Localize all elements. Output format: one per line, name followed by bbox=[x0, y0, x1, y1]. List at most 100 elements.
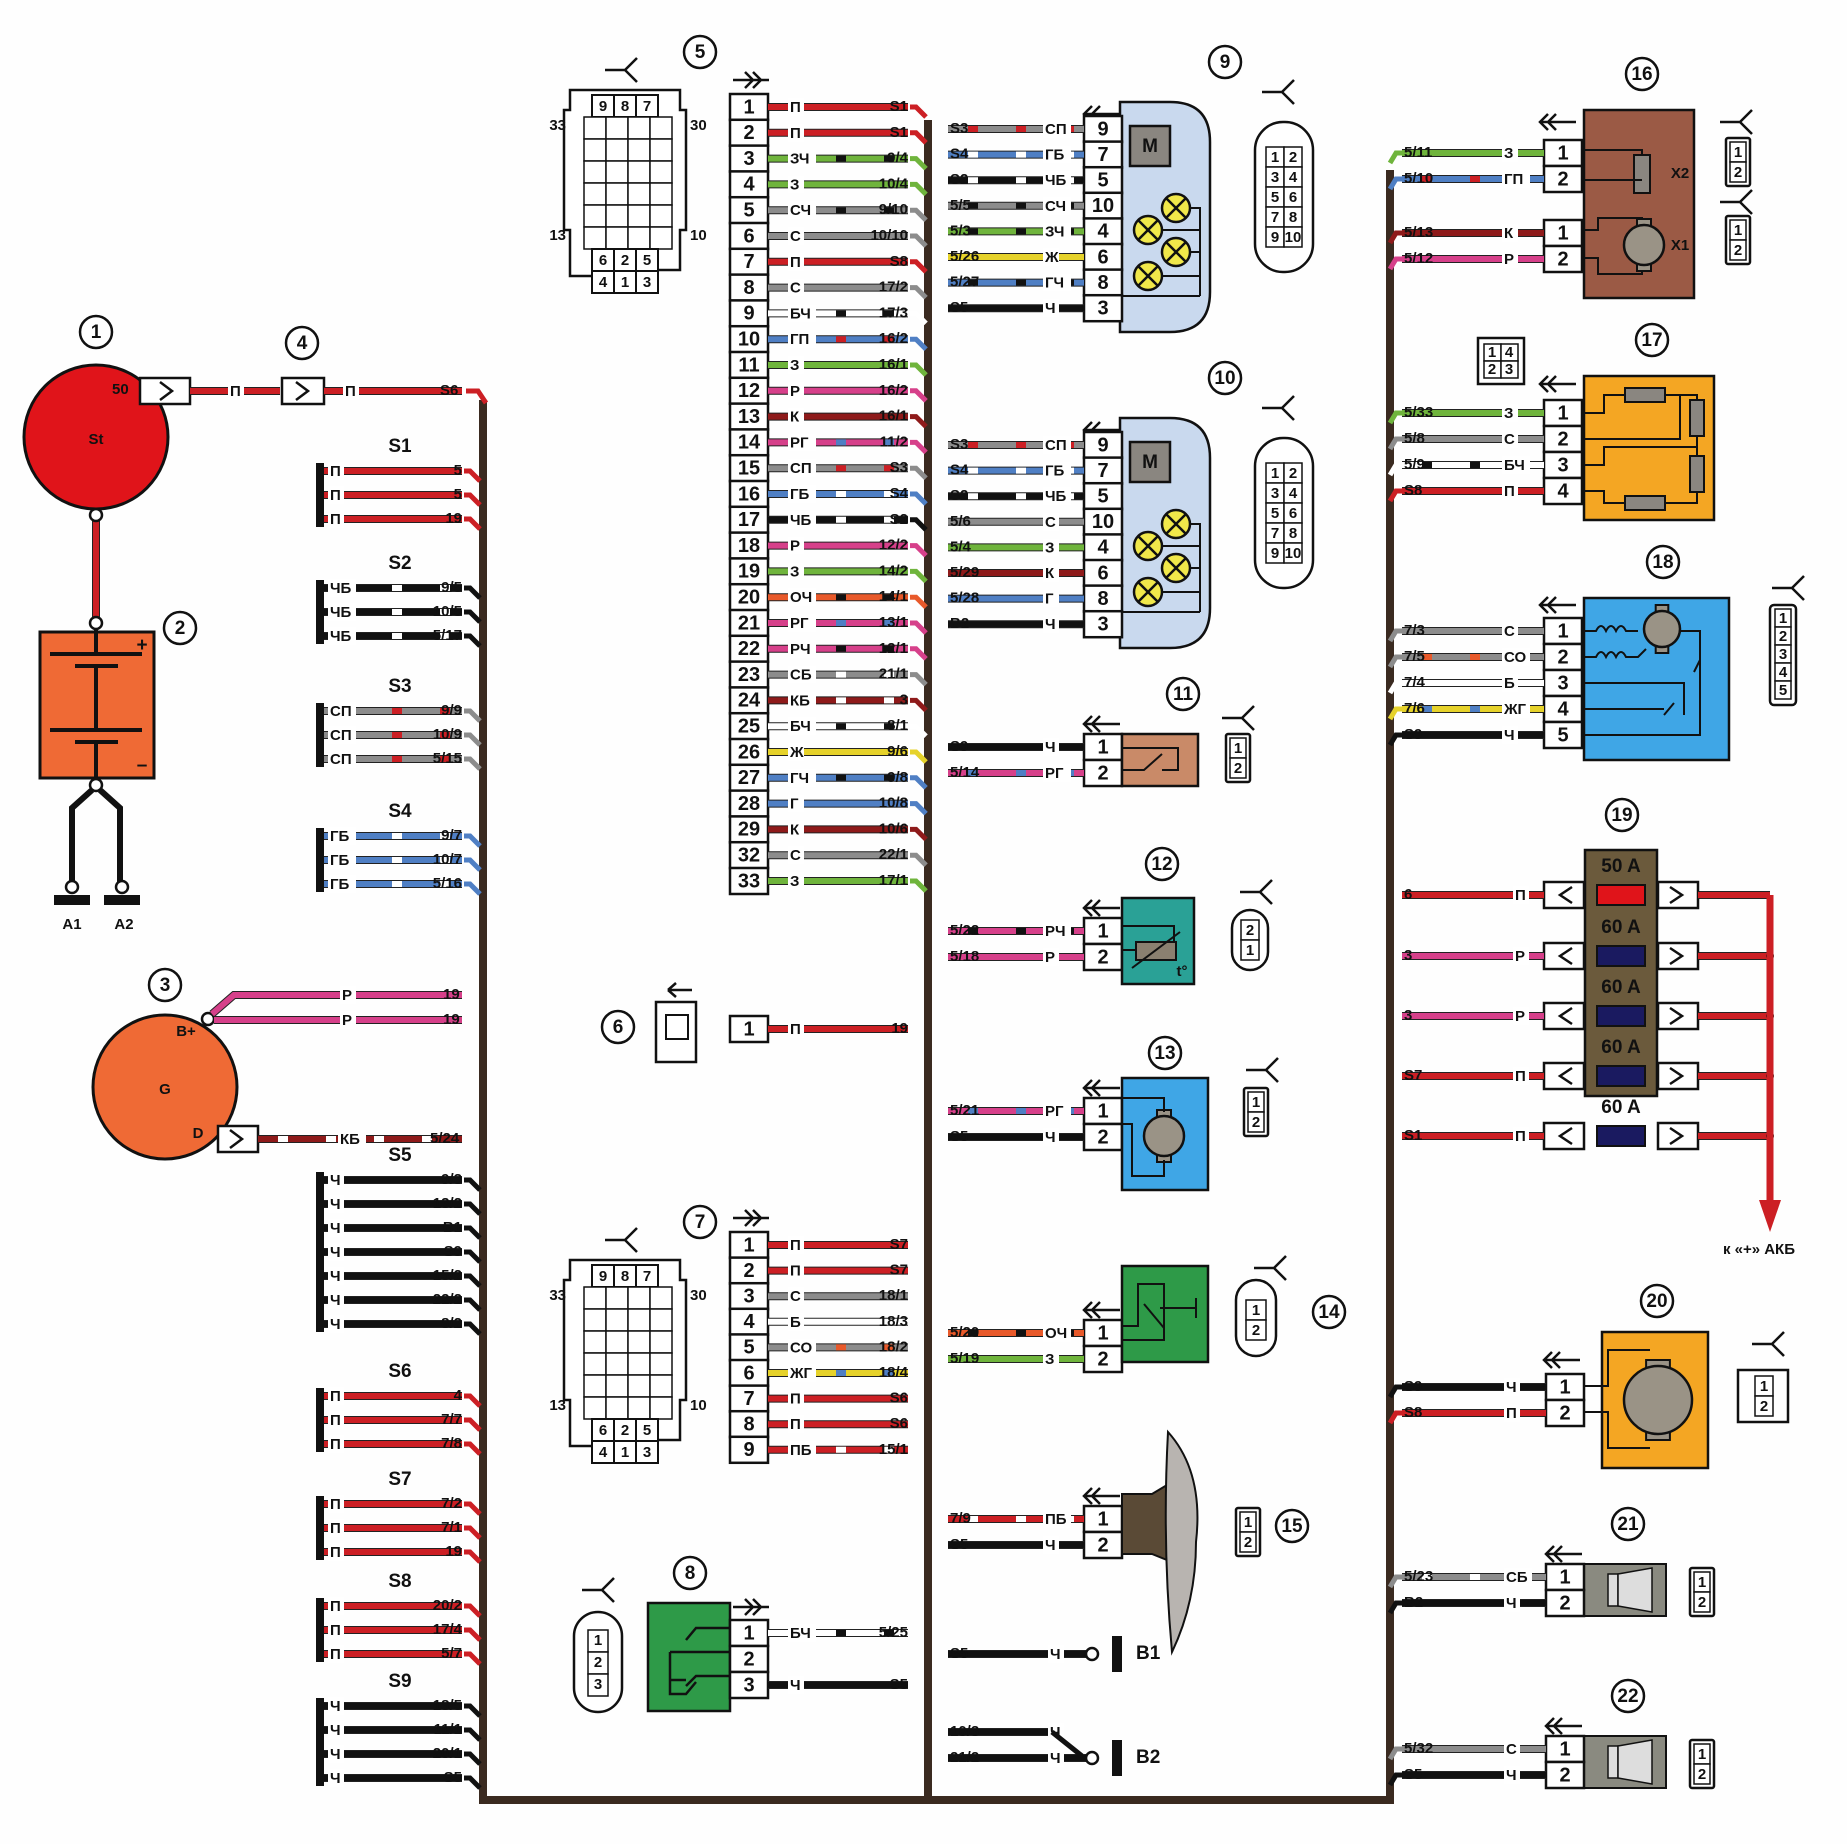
plug-pin-label: 10 bbox=[1285, 229, 1302, 246]
number-circle bbox=[1624, 56, 1660, 92]
pin-number: 15 bbox=[738, 457, 760, 479]
connector-arrow-icon bbox=[1538, 596, 1576, 614]
connector-5-pin-8: 8 bbox=[728, 273, 770, 302]
harness-entry bbox=[466, 388, 489, 405]
wire: Ч bbox=[1402, 1378, 1546, 1396]
wire-code: П bbox=[1515, 1068, 1526, 1085]
pin-box[interactable] bbox=[728, 221, 770, 251]
motor-18-wiring bbox=[1584, 625, 1701, 736]
harness-entry bbox=[910, 310, 928, 326]
number-circle bbox=[1207, 360, 1243, 396]
wire-source: 5/20 bbox=[950, 1324, 979, 1341]
lamp-cross bbox=[1137, 535, 1159, 557]
harness-entry bbox=[464, 585, 482, 600]
splice-bar bbox=[316, 828, 324, 892]
wire-dest: 9/8 bbox=[887, 769, 908, 786]
pin-box[interactable] bbox=[728, 557, 770, 586]
pin-box[interactable] bbox=[728, 1644, 770, 1674]
pin-box[interactable] bbox=[1082, 430, 1124, 460]
pin-cell bbox=[649, 1352, 673, 1376]
pin-box[interactable] bbox=[728, 1384, 770, 1413]
wire-source: 5/23 bbox=[1404, 1568, 1433, 1585]
plug-pin-label: 6 bbox=[1289, 505, 1297, 522]
pin-box[interactable] bbox=[728, 1409, 770, 1439]
pin-number: 8 bbox=[743, 1413, 754, 1435]
wire: З bbox=[1402, 404, 1544, 422]
wire-code-bg bbox=[788, 407, 804, 426]
number-circle bbox=[1610, 1506, 1646, 1542]
wire: Ч bbox=[948, 738, 1084, 756]
pin-box[interactable] bbox=[1082, 293, 1124, 323]
plug-cell bbox=[1239, 1531, 1257, 1553]
pin-index: 33 bbox=[549, 117, 566, 134]
pin-box[interactable] bbox=[1082, 558, 1124, 588]
wire-code-bg bbox=[1513, 886, 1529, 904]
pin-number: 2 bbox=[743, 122, 754, 144]
pin-box[interactable] bbox=[728, 737, 770, 767]
wire-code: З bbox=[790, 873, 799, 890]
pin-number: 1 bbox=[743, 96, 754, 118]
connector-5-pin-12: 12 bbox=[728, 376, 770, 406]
wire-5-1: П bbox=[768, 98, 908, 116]
fuse-input-wire: П bbox=[1402, 886, 1544, 904]
pin-box[interactable] bbox=[1544, 1562, 1586, 1592]
harness-entry bbox=[464, 1225, 482, 1240]
wire-5-19: З bbox=[768, 562, 908, 581]
wire-dest: S4 bbox=[890, 485, 909, 502]
plug-pin-label: 3 bbox=[1505, 361, 1513, 378]
wire-code-bg bbox=[788, 1415, 804, 1434]
pin-box[interactable] bbox=[728, 1014, 770, 1044]
wire-dest: 18/3 bbox=[879, 1313, 908, 1330]
wire: ЖГ bbox=[1402, 700, 1544, 718]
wire-code: Ч bbox=[1506, 1379, 1517, 1396]
harness-entry bbox=[910, 672, 928, 687]
pin-number: 5 bbox=[1557, 724, 1568, 746]
wire-8-3: Ч bbox=[768, 1676, 908, 1694]
wire-code-bg bbox=[788, 1676, 804, 1694]
pin-number: 9 bbox=[743, 303, 754, 325]
pin-box[interactable] bbox=[1082, 242, 1124, 272]
wire-code-bg bbox=[788, 1287, 804, 1306]
pin-box[interactable] bbox=[728, 608, 770, 638]
pin-box[interactable] bbox=[1542, 720, 1584, 750]
splice-label: S3 bbox=[388, 676, 411, 697]
pin-box[interactable] bbox=[1542, 616, 1584, 646]
pin-box[interactable] bbox=[728, 273, 770, 302]
wire-5-2: П bbox=[768, 123, 908, 142]
pin-number: 1 bbox=[1097, 1508, 1108, 1530]
component-number-10: 10 bbox=[1207, 360, 1243, 396]
pin-box[interactable] bbox=[1082, 507, 1124, 537]
harness-entry bbox=[910, 362, 928, 377]
pin-box[interactable] bbox=[728, 1358, 770, 1388]
pin-1: 1 bbox=[1082, 1504, 1124, 1534]
pin-box[interactable] bbox=[1542, 476, 1584, 506]
wire-dest: S2 bbox=[890, 511, 908, 528]
plug-22: 12 bbox=[1688, 1738, 1716, 1790]
fork-path bbox=[1246, 1057, 1279, 1083]
pin-2: 2 bbox=[1082, 1344, 1124, 1374]
pin-box[interactable] bbox=[1542, 642, 1584, 672]
harness-trunk-left bbox=[479, 400, 928, 1804]
wire-dest: S7 bbox=[890, 1262, 908, 1279]
pin-number: 7 bbox=[743, 251, 754, 273]
pin-box[interactable] bbox=[1542, 244, 1584, 274]
harness-entry bbox=[910, 594, 928, 609]
pin-box[interactable] bbox=[728, 686, 770, 715]
splice-wire: П bbox=[324, 1597, 462, 1615]
pin-index: 10 bbox=[690, 227, 707, 244]
connector-5-pin-13: 13 bbox=[728, 402, 770, 431]
pin-box[interactable] bbox=[1082, 1318, 1124, 1348]
splice-bar bbox=[316, 703, 324, 767]
lamp-icon bbox=[1132, 214, 1164, 246]
splice-wire: СП bbox=[324, 702, 462, 720]
harness-entry bbox=[910, 801, 928, 816]
lamp-icon bbox=[1160, 552, 1192, 584]
wire-code: П bbox=[790, 1021, 801, 1038]
pin-box[interactable] bbox=[1544, 1734, 1586, 1764]
wire-code-bg bbox=[788, 381, 804, 400]
wire-code: СП bbox=[330, 703, 352, 720]
resistor bbox=[1689, 399, 1705, 437]
plug-15: 12 bbox=[1234, 1506, 1262, 1558]
